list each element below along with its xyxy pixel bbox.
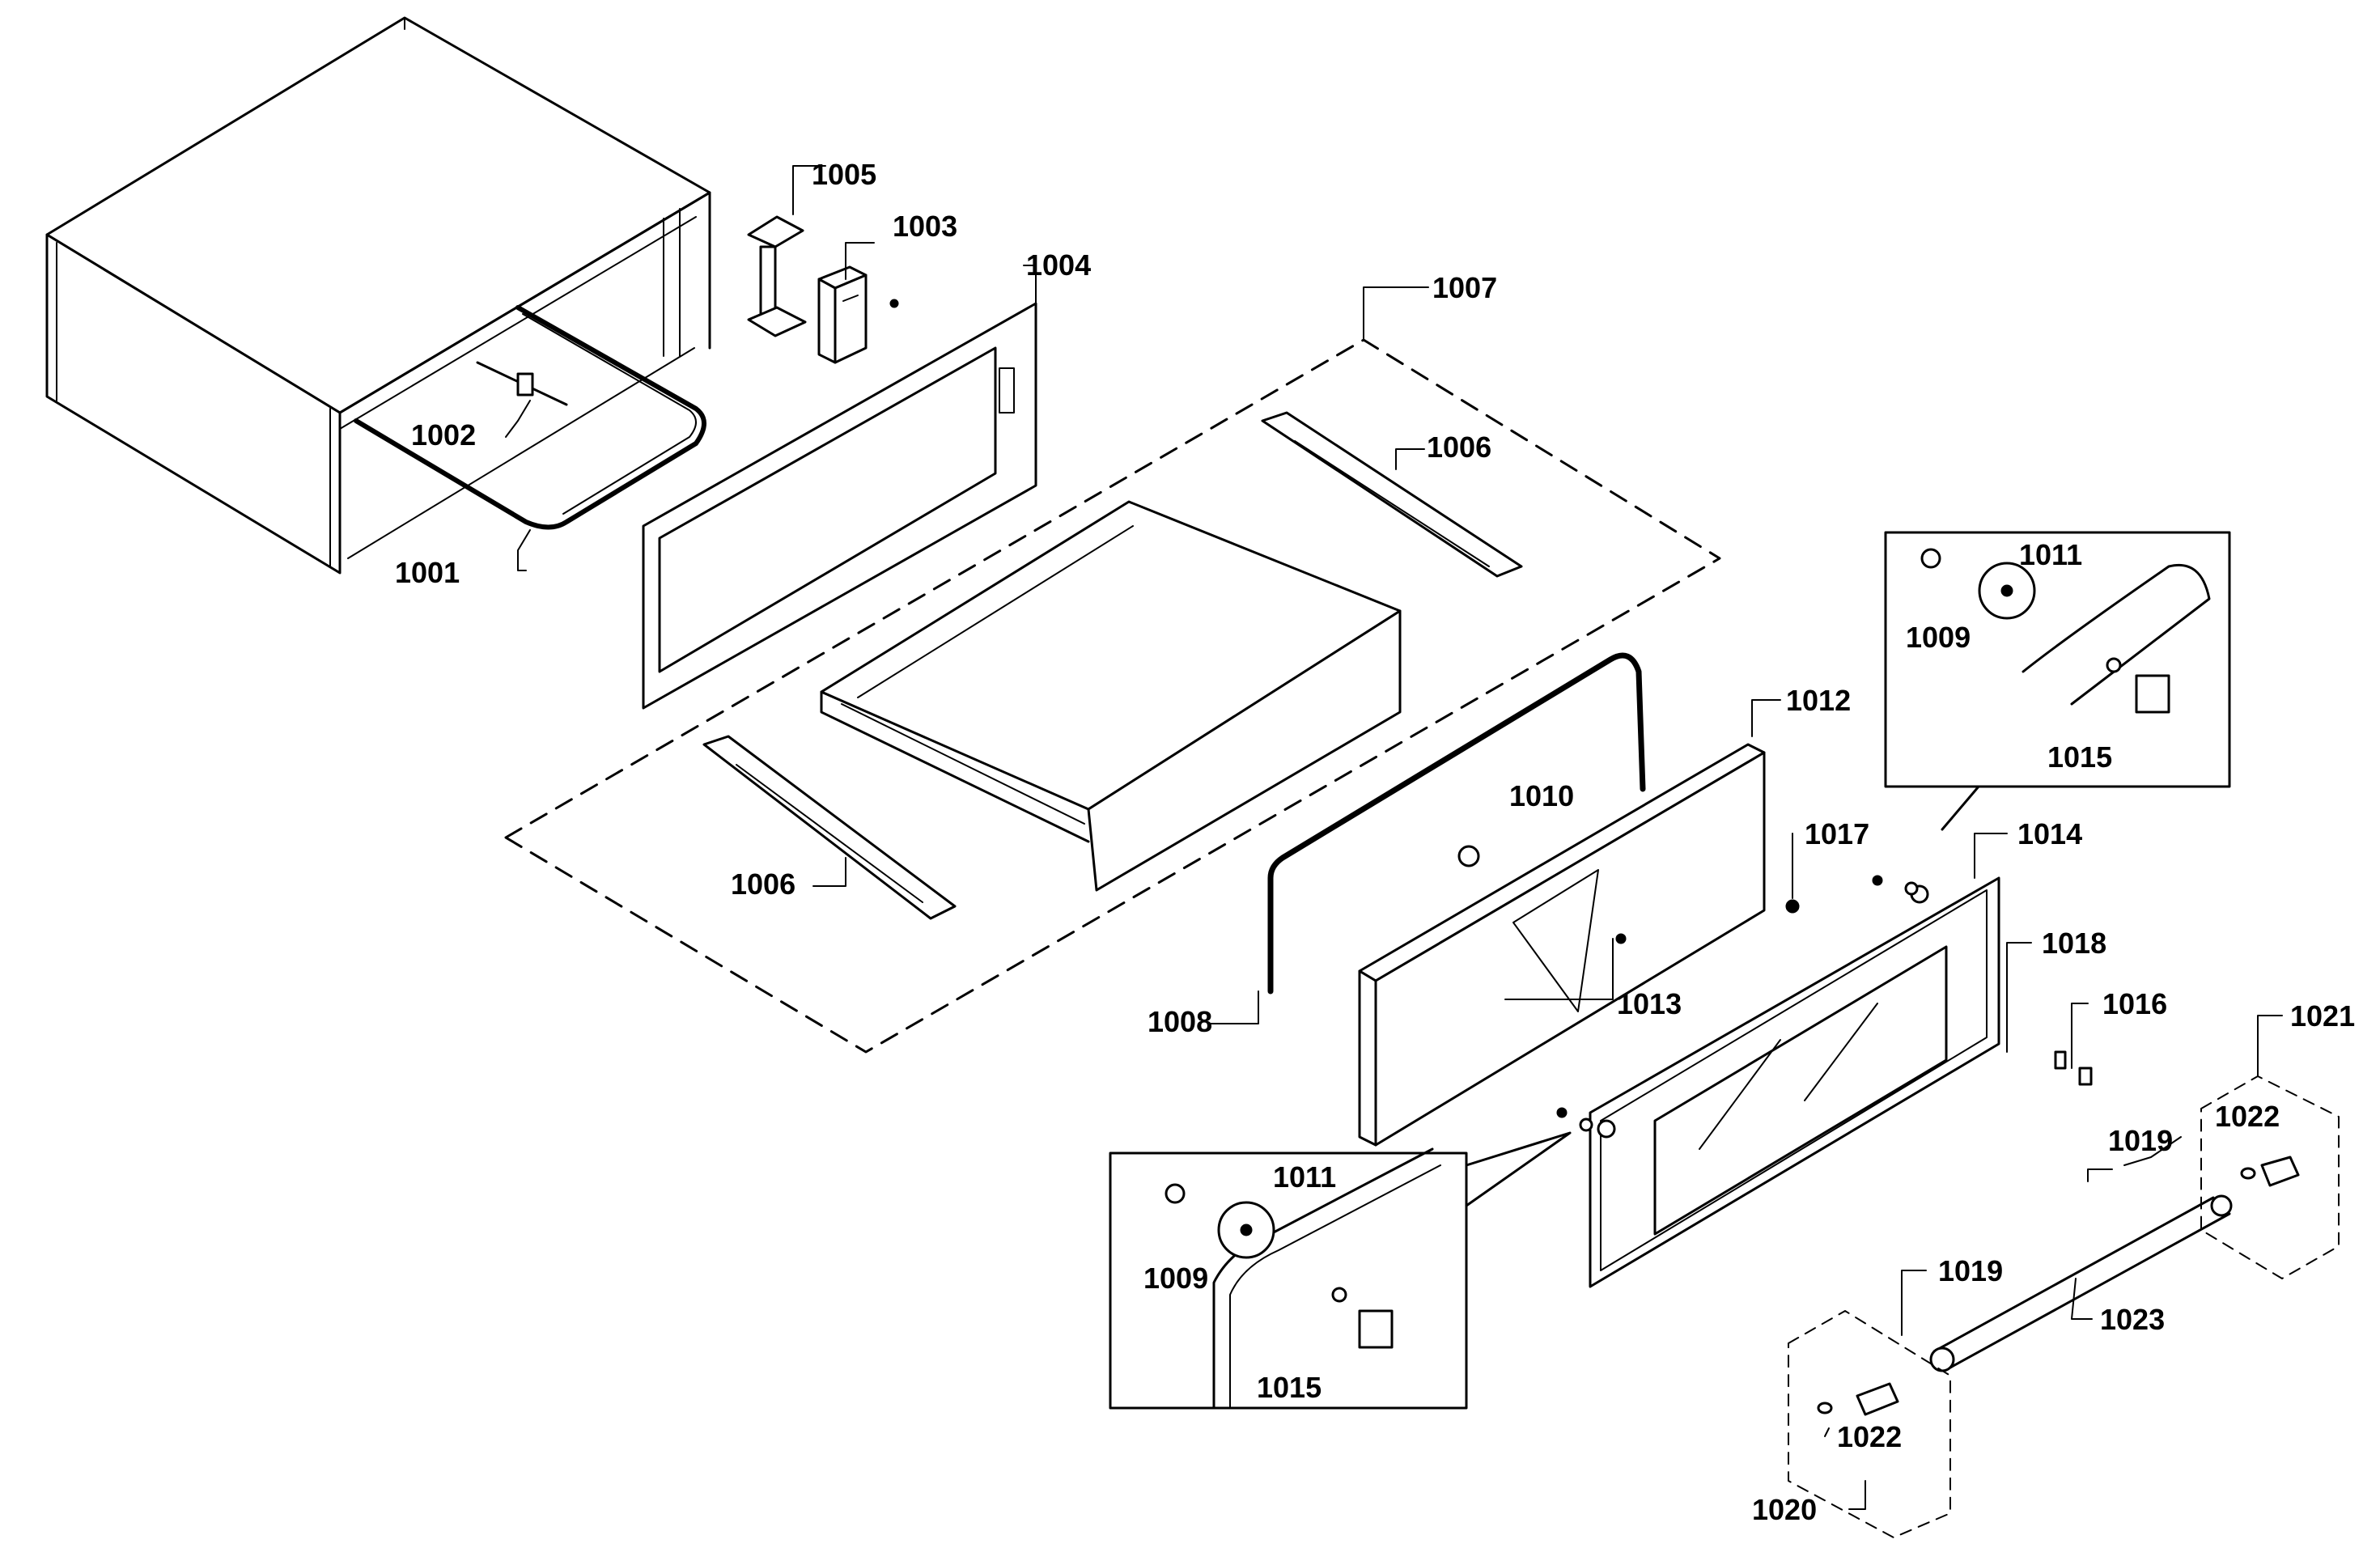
slide-right [1261, 411, 1523, 578]
part-label-1006-right: 1006 [1427, 430, 1491, 464]
detail-inset-top [1884, 531, 2231, 831]
part-label-1012: 1012 [1786, 684, 1851, 717]
front-frame [642, 302, 1037, 710]
part-label-1021: 1021 [2290, 999, 2355, 1033]
part-label-1019-left: 1019 [1938, 1254, 2003, 1287]
part-label-1006-left: 1006 [731, 867, 795, 901]
part-label-1023: 1023 [2100, 1303, 2165, 1336]
end-cap-group-left [1788, 1310, 1951, 1538]
inner-door-panel [1358, 743, 1800, 1147]
detail-inset-bottom [1109, 1131, 1572, 1410]
part-label-1009-inset-top: 1009 [1906, 621, 1971, 654]
part-label-1018: 1018 [2042, 927, 2106, 960]
handle-mount-parts [1817, 1050, 2300, 1416]
part-label-1015-inset-top: 1015 [2047, 740, 2112, 774]
part-label-1009-inset-bottom: 1009 [1143, 1262, 1208, 1295]
part-label-1020: 1020 [1752, 1493, 1817, 1526]
part-label-1007: 1007 [1432, 271, 1497, 304]
part-label-1019-right: 1019 [2108, 1124, 2173, 1157]
part-label-1010: 1010 [1509, 779, 1574, 812]
part-label-1016: 1016 [2102, 987, 2167, 1020]
part-label-1022-left: 1022 [1837, 1420, 1902, 1453]
part-label-1017: 1017 [1805, 817, 1869, 850]
control-module [817, 265, 899, 364]
part-label-1004: 1004 [1026, 248, 1091, 282]
leader-lines [505, 165, 2283, 1510]
part-label-1015-inset-bottom: 1015 [1257, 1371, 1322, 1404]
part-label-1014: 1014 [2017, 817, 2082, 850]
part-label-1013: 1013 [1617, 987, 1682, 1020]
door-handle [1929, 1194, 2233, 1372]
drawer-assembly-outline [504, 338, 1721, 1054]
outer-door [1589, 876, 2000, 1288]
door-gasket [1267, 652, 1646, 995]
part-label-1011-inset-bottom: 1011 [1273, 1160, 1336, 1194]
part-label-1005: 1005 [812, 158, 876, 191]
part-label-1008: 1008 [1148, 1005, 1212, 1038]
part-label-1002: 1002 [411, 418, 476, 452]
drawer-box [820, 500, 1402, 892]
housing-cabinet [45, 16, 711, 575]
slide-left [702, 735, 957, 920]
part-label-1003: 1003 [893, 210, 957, 243]
part-label-1022-right: 1022 [2215, 1100, 2280, 1133]
part-label-1001: 1001 [395, 556, 460, 589]
control-bracket [747, 215, 807, 337]
part-label-1011-inset-top: 1011 [2019, 538, 2082, 571]
